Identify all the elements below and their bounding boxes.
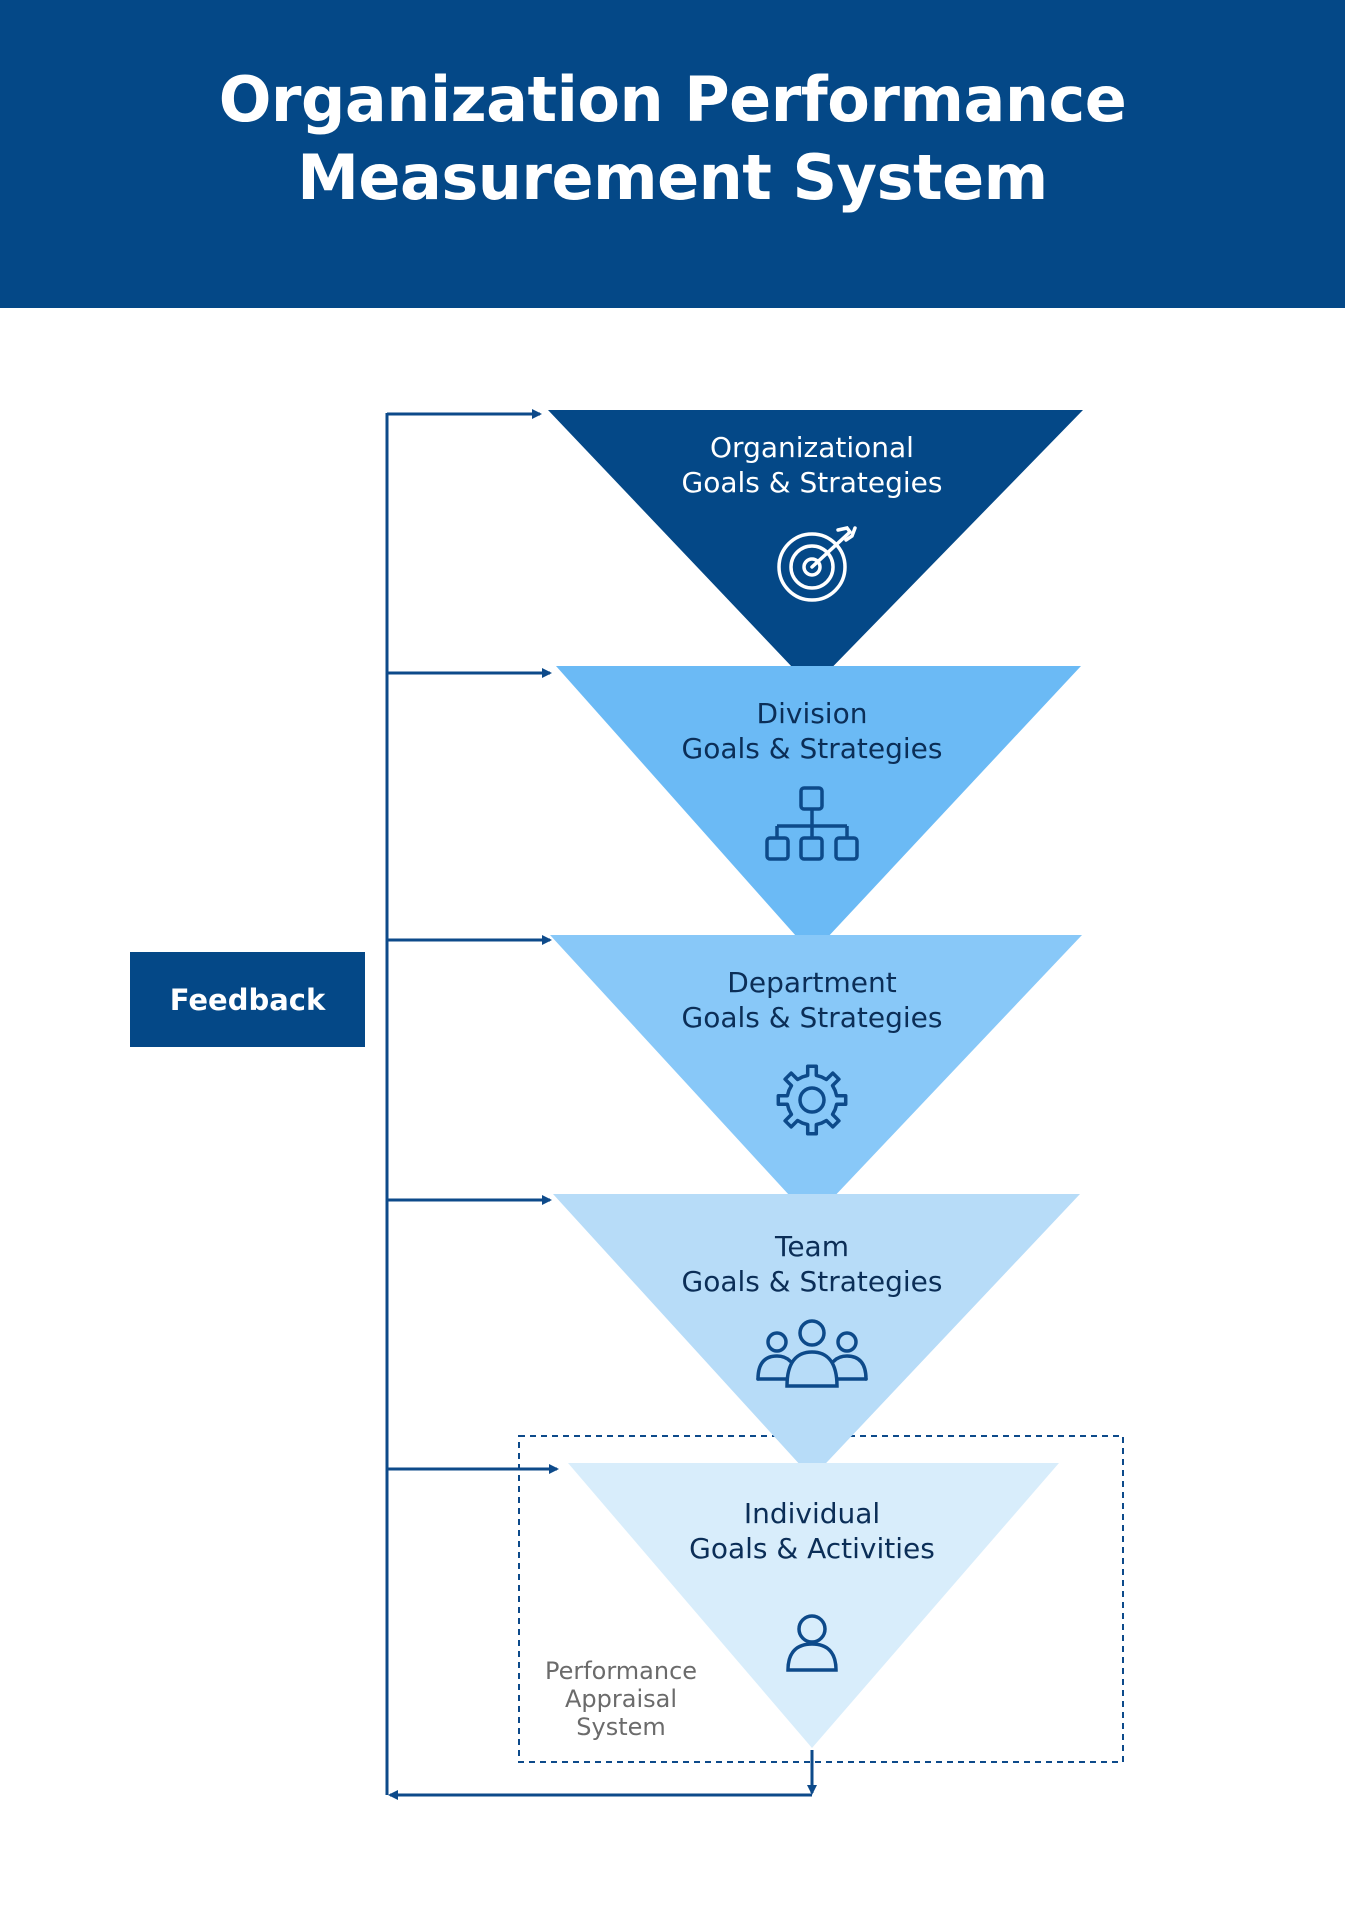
page-title-line-2: Measurement System: [297, 141, 1048, 214]
department-level-triangle: [550, 935, 1082, 1220]
level-title: Team: [774, 1230, 849, 1263]
department-level-label: Department Goals & Strategies: [592, 965, 1032, 1035]
person-icon: [786, 1614, 838, 1672]
page-title-line-1: Organization Performance: [218, 63, 1127, 136]
feedback-loop-connector: [385, 409, 817, 1800]
individual-level-label: Individual Goals & Activities: [592, 1496, 1032, 1566]
level-subtitle: Goals & Activities: [689, 1532, 935, 1565]
team-icon: [756, 1319, 868, 1388]
level-title: Division: [756, 697, 868, 730]
target-icon: [777, 526, 857, 602]
level-title: Organizational: [710, 431, 914, 464]
feedback-box: Feedback: [130, 952, 365, 1047]
level-title: Individual: [743, 1497, 881, 1530]
appraisal-line-1: Performance: [544, 1657, 698, 1685]
organizational-level-triangle: [548, 410, 1083, 688]
individual-level-triangle: [568, 1463, 1059, 1748]
level-subtitle: Goals & Strategies: [681, 466, 943, 499]
organizational-level-label: Organizational Goals & Strategies: [592, 430, 1032, 500]
gear-icon: [776, 1064, 848, 1136]
page-title: Organization Performance Measurement Sys…: [219, 61, 1127, 217]
header-banner: Organization Performance Measurement Sys…: [0, 0, 1345, 308]
level-subtitle: Goals & Strategies: [681, 732, 943, 765]
appraisal-line-2: Appraisal: [564, 1685, 677, 1713]
appraisal-line-3: System: [576, 1713, 666, 1741]
feedback-label: Feedback: [169, 982, 326, 1017]
performance-appraisal-label: Performance Appraisal System: [521, 1657, 721, 1741]
level-subtitle: Goals & Strategies: [681, 1001, 943, 1034]
team-level-triangle: [553, 1194, 1080, 1478]
division-level-label: Division Goals & Strategies: [592, 696, 1032, 766]
org-chart-icon: [765, 786, 859, 861]
team-level-label: Team Goals & Strategies: [592, 1229, 1032, 1299]
level-subtitle: Goals & Strategies: [681, 1265, 943, 1298]
level-title: Department: [727, 966, 897, 999]
